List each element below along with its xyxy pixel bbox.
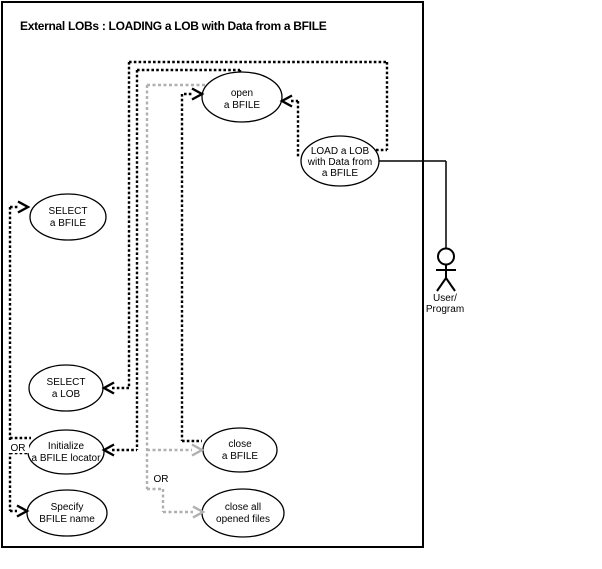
diagram-title: External LOBs : LOADING a LOB with Data … — [20, 19, 327, 33]
usecase-open-bfile: open a BFILE — [201, 71, 283, 123]
usecase-label-line1: open — [231, 88, 253, 99]
connector-load-to-open — [291, 99, 300, 157]
actor-label-line2: Program — [426, 304, 464, 315]
diagram-border — [1, 1, 424, 548]
actor-leg — [436, 277, 447, 292]
usecase-select-lob: SELECT a LOB — [28, 364, 104, 412]
usecase-label-line3: a BFILE — [322, 168, 358, 179]
arrowhead-icon — [17, 200, 31, 214]
usecase-label-line2: a BFILE — [222, 451, 258, 462]
or-label-text: OR — [11, 443, 26, 454]
connector-left-rail — [8, 205, 31, 513]
usecase-label-line1: SELECT — [49, 206, 88, 217]
arrowhead-icon — [192, 505, 206, 519]
ellipse-shape — [26, 489, 108, 537]
usecase-label-line1: LOAD a LOB — [311, 146, 370, 157]
usecase-label-line2: a BFILE — [224, 100, 260, 111]
ellipse-shape — [28, 364, 104, 412]
association-load-to-actor — [378, 160, 447, 249]
usecase-label-line2: BFILE name — [39, 514, 95, 525]
usecase-specify-name: Specify BFILE name — [26, 489, 108, 537]
usecase-label-line1: Initialize — [48, 441, 85, 452]
usecase-label-line2: with Data from — [307, 157, 372, 168]
usecase-label-line1: Specify — [51, 502, 84, 513]
ellipse-shape — [27, 429, 105, 475]
or-label-middle: OR — [150, 472, 173, 485]
arrowhead-icon — [191, 443, 205, 457]
actor-head — [437, 247, 455, 266]
ellipse-shape — [300, 135, 380, 187]
arrowhead-icon — [279, 94, 293, 108]
usecase-label-line2: opened files — [216, 514, 270, 525]
or-label-bg — [6, 441, 29, 453]
usecase-close-bfile: close a BFILE — [202, 427, 278, 473]
actor-leg — [445, 277, 456, 292]
usecase-close-all: close all opened files — [201, 488, 285, 538]
actor-label-line1: User/ — [433, 293, 457, 304]
connector-gray-close-branches — [145, 83, 208, 514]
ellipse-shape — [29, 193, 107, 241]
or-label-left: OR — [6, 441, 29, 454]
connector-open-to-initialize — [112, 68, 242, 452]
or-label-bg — [150, 472, 173, 485]
or-label-text: OR — [154, 474, 169, 485]
arrowhead-icon — [191, 87, 205, 101]
actor-user-program: User/ Program — [426, 247, 464, 315]
ellipse-shape — [202, 427, 278, 473]
usecase-label-line2: a BFILE — [50, 218, 86, 229]
ellipse-shape — [201, 71, 283, 123]
arrowhead-icon — [101, 381, 115, 395]
usecase-load-lob: LOAD a LOB with Data from a BFILE — [300, 135, 380, 187]
connector-load-to-select-lob — [112, 60, 389, 390]
usecase-label-line2: a BFILE locator — [32, 453, 102, 464]
arrowhead-icon — [101, 443, 115, 457]
usecase-label-line1: SELECT — [47, 377, 86, 388]
usecase-label-line1: close — [228, 439, 252, 450]
connector-close-to-open — [180, 92, 202, 443]
arrowhead-icon — [16, 504, 30, 518]
arrowheads — [16, 87, 293, 519]
ellipse-shape — [201, 488, 285, 538]
usecase-select-bfile: SELECT a BFILE — [29, 193, 107, 241]
usecase-label-line2: a LOB — [52, 389, 81, 400]
usecase-label-line1: close all — [225, 502, 261, 513]
usecase-initialize-locator: Initialize a BFILE locator — [27, 429, 105, 475]
